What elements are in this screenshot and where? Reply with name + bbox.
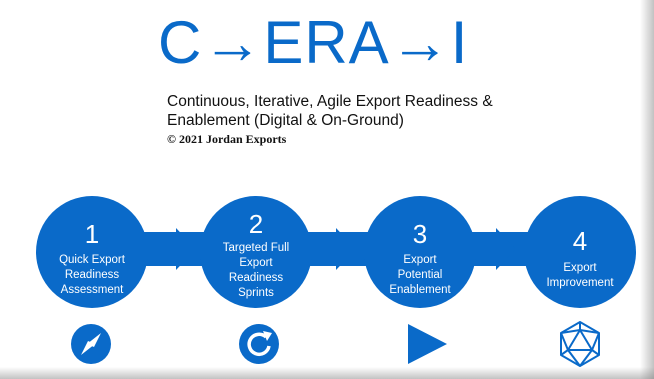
step-4: 4 Export Improvement bbox=[524, 196, 636, 308]
step-2-number: 2 bbox=[249, 209, 263, 239]
subtitle-line-2: Enablement (Digital & On-Ground) bbox=[167, 112, 404, 129]
step-1-circle bbox=[36, 196, 148, 308]
step-1: 1 Quick Export Readiness Assessment bbox=[36, 196, 148, 308]
edge-shadow-bottom bbox=[0, 367, 654, 379]
step-2-line-1: Targeted Full bbox=[223, 242, 289, 254]
step-2-line-2: Export bbox=[239, 257, 273, 269]
step-3-number: 3 bbox=[413, 219, 427, 249]
step-2-circle bbox=[200, 196, 312, 308]
step-2: 2 Targeted Full Export Readiness Sprints bbox=[200, 196, 312, 308]
arrow-2-to-3 bbox=[336, 228, 356, 270]
step-4-number: 4 bbox=[573, 226, 587, 256]
step-1-line-2: Readiness bbox=[65, 269, 120, 281]
step-3: 3 Export Potential Enablement bbox=[364, 196, 476, 308]
compass-icon bbox=[71, 324, 111, 364]
step-2-line-3: Readiness bbox=[229, 272, 284, 284]
polyhedron-icon bbox=[560, 321, 600, 367]
step-1-line-3: Assessment bbox=[61, 284, 124, 296]
arrow-3-to-4 bbox=[496, 228, 516, 270]
step-4-line-2: Improvement bbox=[546, 277, 614, 289]
step-4-line-1: Export bbox=[563, 262, 597, 274]
subtitle-line-1: Continuous, Iterative, Agile Export Read… bbox=[167, 93, 493, 110]
subtitle: Continuous, Iterative, Agile Export Read… bbox=[167, 92, 527, 130]
step-3-line-1: Export bbox=[403, 254, 437, 266]
step-1-number: 1 bbox=[85, 219, 99, 249]
step-1-line-1: Quick Export bbox=[59, 254, 126, 266]
step-2-line-4: Sprints bbox=[238, 287, 274, 299]
logo-title: C→ERA→I bbox=[158, 9, 469, 76]
step-3-circle bbox=[364, 196, 476, 308]
refresh-icon bbox=[239, 324, 279, 364]
step-3-line-2: Potential bbox=[398, 269, 443, 281]
step-4-circle bbox=[524, 196, 636, 308]
edge-shadow-right bbox=[640, 0, 654, 379]
step-3-line-3: Enablement bbox=[389, 284, 451, 296]
play-icon bbox=[408, 324, 447, 364]
arrow-1-to-2 bbox=[176, 228, 196, 270]
copyright-notice: © 2021 Jordan Exports bbox=[167, 132, 287, 146]
